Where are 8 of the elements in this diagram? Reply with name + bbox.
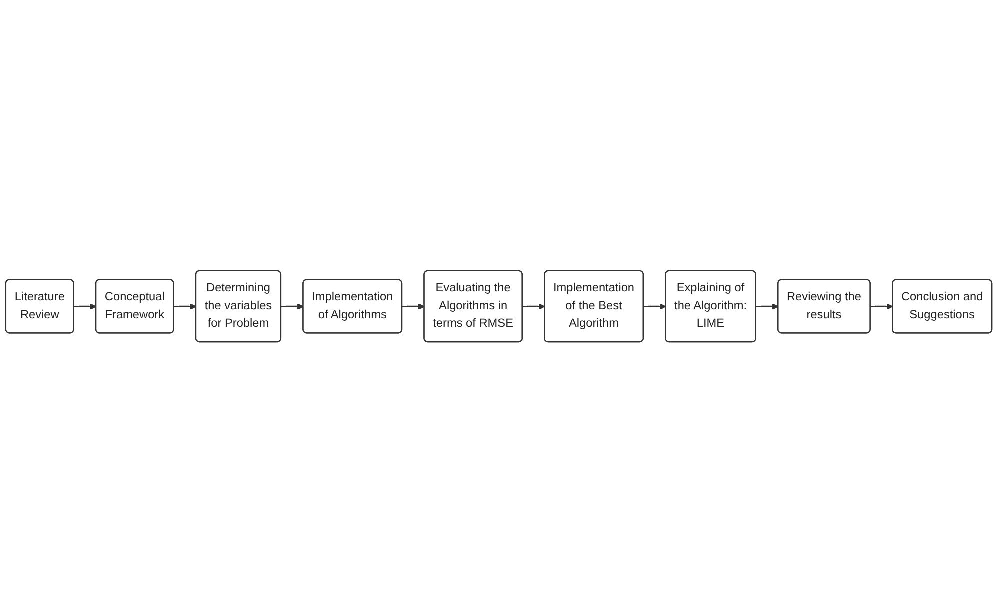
arrow	[756, 303, 779, 310]
arrow	[74, 303, 97, 310]
arrow	[644, 303, 666, 310]
arrow	[870, 303, 894, 310]
arrow	[402, 303, 425, 310]
arrow	[281, 303, 304, 310]
arrow	[174, 303, 197, 310]
arrow	[522, 303, 546, 310]
